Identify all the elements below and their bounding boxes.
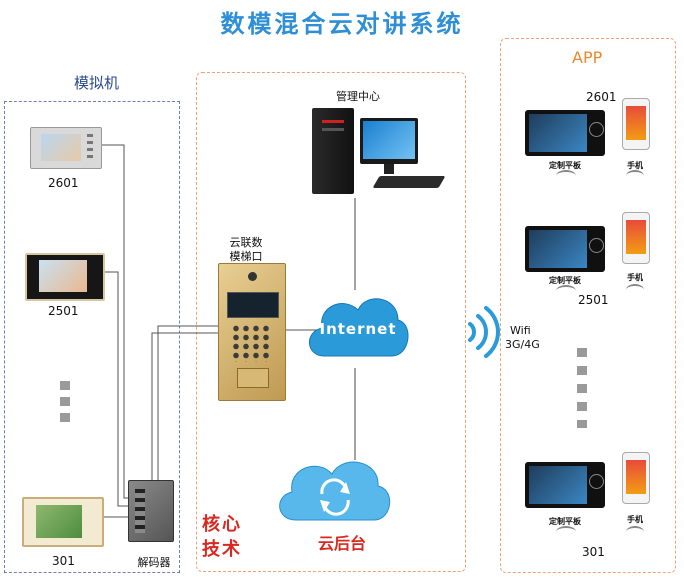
monitor-screen: [41, 134, 81, 161]
tablet-label: 定制平板: [549, 517, 581, 526]
app-section-border: [500, 38, 676, 573]
cloud-backend-icon: [279, 461, 391, 521]
internet-label: Internet: [319, 320, 397, 338]
keypad: [231, 324, 273, 362]
diagram-title: 数模混合云对讲系统: [220, 10, 464, 38]
analog-unit-number-2501: 2501: [48, 304, 79, 318]
management-center-label: 管理中心: [336, 90, 380, 103]
card-reader: [237, 368, 269, 388]
monitor-screen: [39, 260, 87, 292]
wifi-label: Wifi: [510, 324, 531, 337]
app-group-number-301: 301: [582, 545, 605, 559]
phone-wifi-icon: [626, 170, 644, 182]
phone-label: 手机: [627, 161, 643, 170]
analog-section-border: [4, 101, 180, 573]
keyboard-icon: [372, 176, 446, 188]
computer-monitor-stand: [384, 164, 394, 174]
tablet-label: 定制平板: [549, 161, 581, 170]
app-section-label: APP: [572, 48, 603, 67]
camera-lens: [248, 272, 257, 281]
phone-device: [622, 452, 650, 504]
analog-monitor-2601: [30, 127, 102, 169]
tablet-label: 定制平板: [549, 276, 581, 285]
phone-wifi-icon: [626, 526, 644, 538]
door-station-screen: [227, 292, 279, 318]
cloud-backend-label: 云后台: [318, 534, 367, 553]
ellipsis-dots-left: [60, 381, 70, 427]
analog-section-label: 模拟机: [74, 74, 120, 92]
decoder-label: 解码器: [137, 556, 171, 569]
analog-monitor-2501: [25, 253, 105, 301]
tablet-device: [525, 462, 605, 508]
tablet-wifi-icon: [556, 170, 576, 182]
app-group-number-2601: 2601: [586, 90, 617, 104]
internet-cloud: [309, 298, 409, 357]
phone-device: [622, 212, 650, 264]
analog-unit-number-301: 301: [52, 554, 75, 568]
app-group-number-2501: 2501: [578, 293, 609, 307]
door-station-device: [218, 263, 286, 401]
tablet-device: [525, 110, 605, 156]
decoder-device: [128, 480, 174, 542]
tablet-wifi-icon: [556, 526, 576, 538]
computer-tower-icon: [312, 108, 354, 194]
phone-label: 手机: [627, 515, 643, 524]
ellipsis-dots-right: [577, 348, 587, 428]
cellular-label: 3G/4G: [505, 338, 540, 351]
decoder-ports: [135, 489, 145, 533]
analog-unit-number-2601: 2601: [48, 176, 79, 190]
wireless-signal-icon: [468, 306, 500, 358]
analog-monitor-301: [22, 497, 104, 547]
phone-device: [622, 98, 650, 150]
tablet-wifi-icon: [556, 285, 576, 297]
monitor-buttons: [87, 134, 93, 161]
core-section-border: [196, 72, 466, 572]
monitor-screen: [36, 505, 82, 538]
core-technology-label: 核心技术: [202, 514, 242, 560]
tablet-device: [525, 226, 605, 272]
phone-wifi-icon: [626, 284, 644, 296]
phone-label: 手机: [627, 273, 643, 282]
computer-monitor-icon: [360, 118, 418, 164]
